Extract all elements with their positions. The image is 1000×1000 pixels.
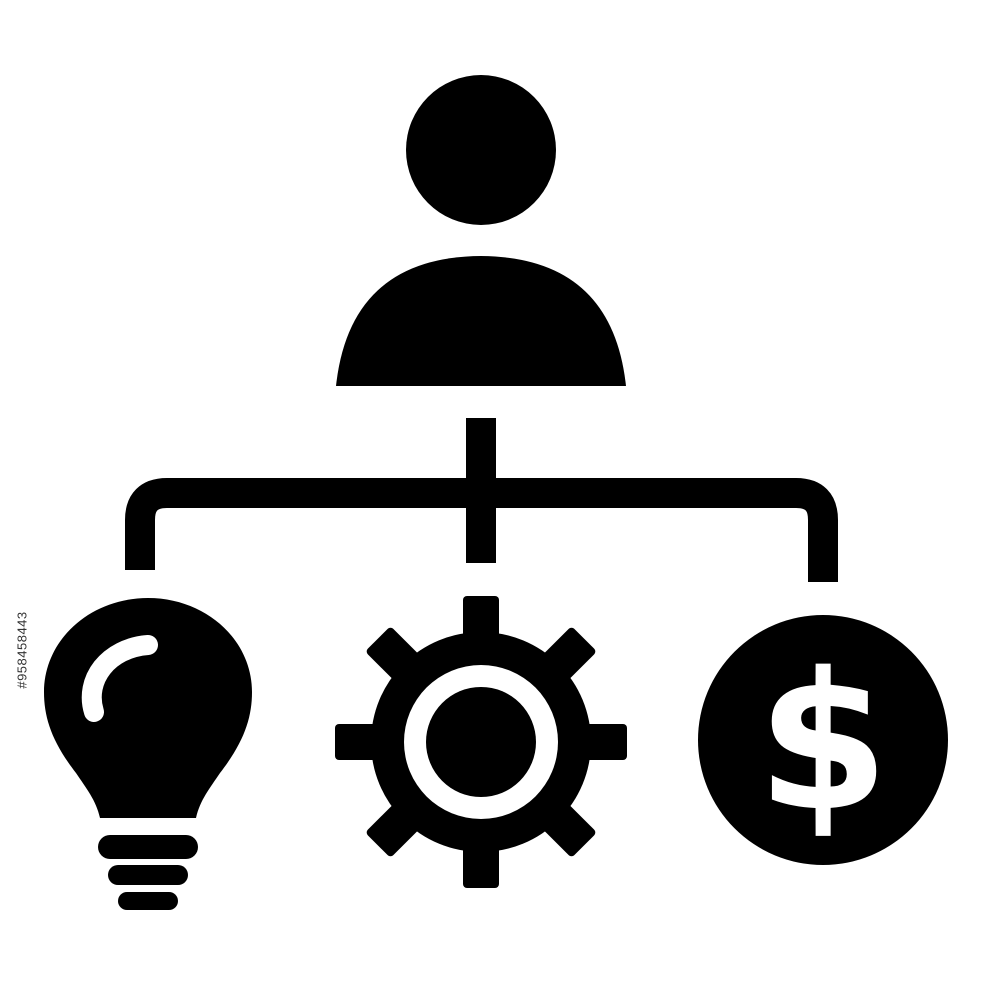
person-head — [406, 75, 556, 225]
lightbulb-base-ring-2 — [108, 865, 188, 885]
coin-body — [698, 615, 948, 865]
gear-teeth — [335, 596, 627, 888]
lightbulb-glass — [44, 598, 252, 818]
lightbulb-highlight — [81, 635, 158, 722]
person-icon — [336, 75, 626, 386]
lightbulb-base-tip — [118, 892, 178, 910]
gear-icon — [335, 596, 627, 888]
watermark-asset-id: #958458443 — [2, 500, 42, 800]
connector-branch-right — [481, 478, 838, 582]
lightbulb-base-ring-1 — [98, 835, 198, 859]
dollar-symbol: $ — [757, 632, 889, 853]
connector-branch-left — [125, 478, 481, 570]
lightbulb-icon — [44, 598, 252, 910]
org-chart-connector — [125, 418, 838, 582]
asset-id-text: #958458443 — [14, 611, 30, 689]
person-body — [336, 256, 626, 386]
dollar-coin-icon: $ — [698, 615, 948, 865]
gear-hub — [426, 687, 536, 797]
